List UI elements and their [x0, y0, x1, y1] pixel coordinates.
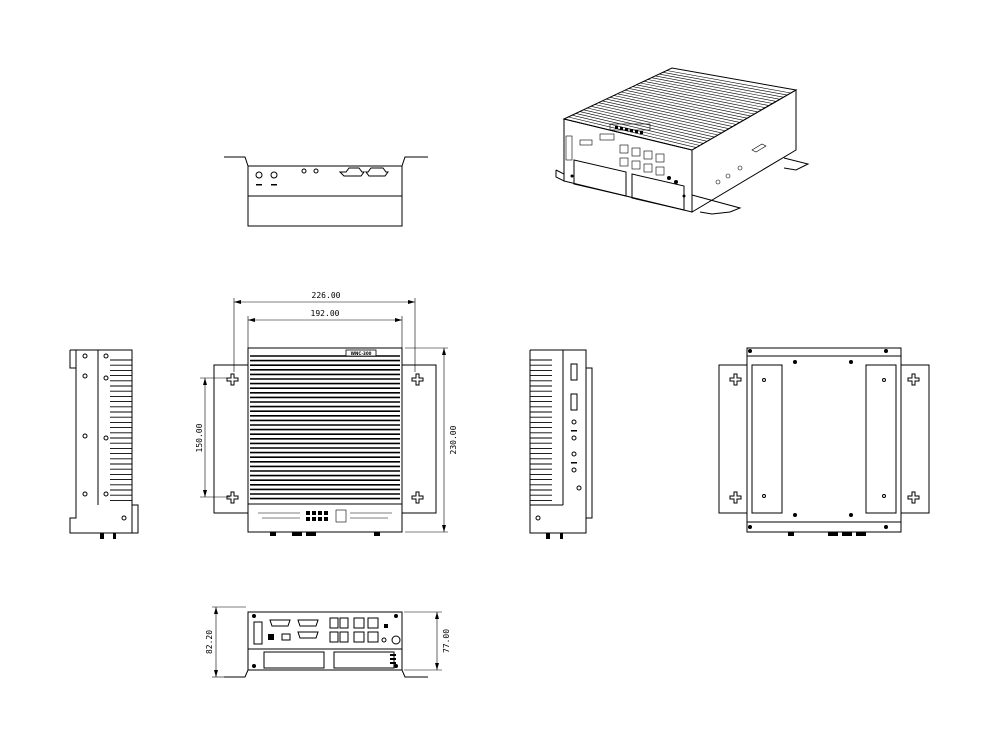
- right-side-view: [529, 349, 593, 539]
- rear-view: [224, 156, 428, 227]
- front-view: 82.20 77.00: [205, 606, 451, 678]
- dim-hole-spacing: 150.00: [195, 377, 230, 498]
- mounting-hole-keyhole: [226, 373, 424, 504]
- dim-label-77: 77.00: [442, 629, 451, 653]
- dim-label-226: 226.00: [312, 291, 341, 300]
- dim-height-with-feet: 82.20: [205, 606, 246, 678]
- isometric-view: [555, 67, 810, 215]
- dim-label-192: 192.00: [311, 309, 340, 318]
- bottom-view: [718, 347, 930, 536]
- label-plate: WNC-300: [351, 351, 372, 356]
- top-view: WNC-300: [195, 291, 458, 536]
- dim-label-82-20: 82.20: [205, 630, 214, 654]
- dim-overall-width: 226.00: [233, 291, 416, 372]
- dim-label-150: 150.00: [195, 423, 204, 452]
- dim-mount-width: 192.00: [247, 309, 403, 348]
- dim-body-height: 77.00: [404, 611, 451, 671]
- left-side-view: [69, 349, 139, 539]
- dim-overall-depth: 230.00: [405, 347, 458, 533]
- dim-label-230: 230.00: [449, 425, 458, 454]
